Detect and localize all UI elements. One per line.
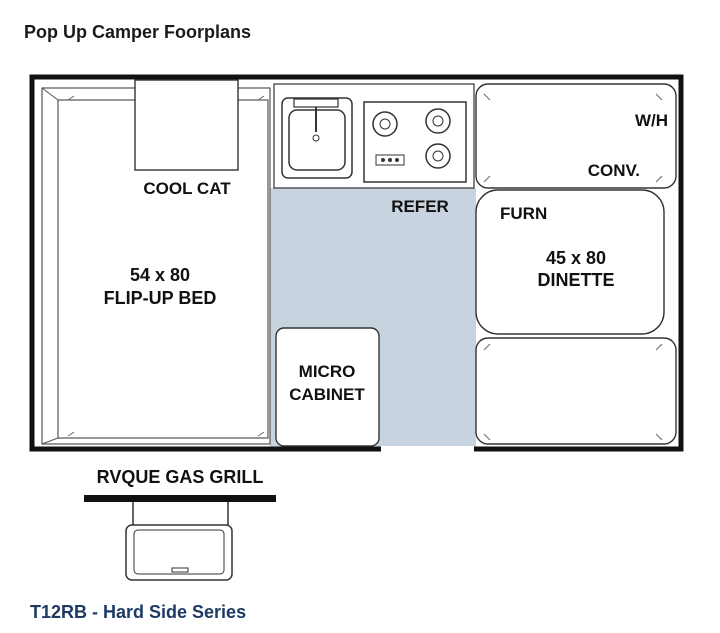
cool-cat-label: COOL CAT xyxy=(143,179,231,198)
water-heater-label: W/H xyxy=(635,111,668,130)
converter-label: CONV. xyxy=(588,161,640,180)
grill-label: RVQUE GAS GRILL xyxy=(97,467,264,487)
outer-wall xyxy=(29,74,684,452)
bed-size-label: 54 x 80 xyxy=(130,265,190,285)
bench-lower xyxy=(475,337,677,445)
refer-label: REFER xyxy=(391,197,449,216)
dinette-name-label: DINETTE xyxy=(537,270,614,290)
sink-icon xyxy=(281,97,353,179)
micro-cabinet xyxy=(275,327,380,447)
micro-label: MICRO xyxy=(299,362,356,381)
page-title: Pop Up Camper Foorplans xyxy=(24,22,252,42)
model-caption: T12RB - Hard Side Series xyxy=(30,602,247,622)
grill-bar xyxy=(84,495,276,502)
bed-name-label: FLIP-UP BED xyxy=(104,288,217,308)
galley-counter xyxy=(273,83,475,189)
grill-icon xyxy=(125,502,233,581)
bench-upper xyxy=(475,83,677,189)
dinette-table xyxy=(475,189,665,335)
cool-cat-box xyxy=(134,79,239,171)
flip-up-bed xyxy=(41,79,271,445)
cabinet-label: CABINET xyxy=(289,385,365,404)
furnace-label: FURN xyxy=(500,204,547,223)
dinette-size-label: 45 x 80 xyxy=(546,248,606,268)
